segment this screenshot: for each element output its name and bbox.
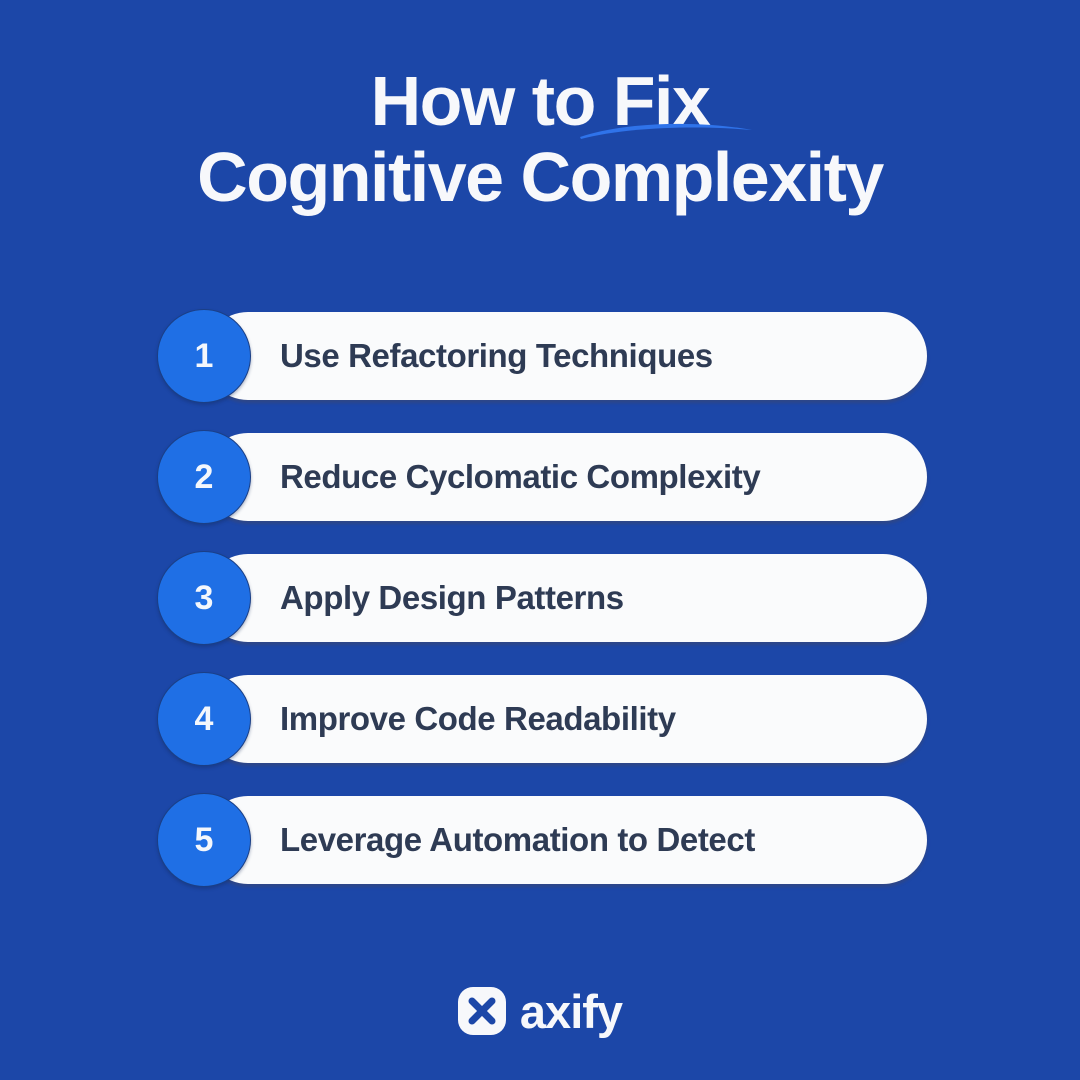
- brand-wordmark: axify: [519, 984, 623, 1038]
- step-pill[interactable]: [204, 796, 927, 884]
- title-line-1: How to Fix: [370, 62, 711, 140]
- step-label: Apply Design Patterns: [280, 579, 624, 616]
- step-pill[interactable]: [204, 554, 927, 642]
- steps-list: Use Refactoring Techniques 1 Reduce Cycl…: [157, 309, 927, 887]
- list-item[interactable]: Improve Code Readability 4: [157, 672, 927, 766]
- step-label: Use Refactoring Techniques: [280, 337, 713, 374]
- step-number-badge: 4: [157, 672, 251, 766]
- step-pill[interactable]: [204, 675, 927, 763]
- step-number-badge: 3: [157, 551, 251, 645]
- list-item[interactable]: Reduce Cyclomatic Complexity 2: [157, 430, 927, 524]
- brand-logo: axify: [0, 987, 1080, 1035]
- step-number-badge: 5: [157, 793, 251, 887]
- step-label: Leverage Automation to Detect: [280, 821, 755, 858]
- step-pill[interactable]: [204, 433, 927, 521]
- step-label: Improve Code Readability: [280, 700, 676, 737]
- title-line-2: Cognitive Complexity: [197, 138, 884, 216]
- step-number-badge: 1: [157, 309, 251, 403]
- page-title: How to Fix Cognitive Complexity: [0, 66, 1080, 212]
- step-pill[interactable]: [204, 312, 927, 400]
- step-label: Reduce Cyclomatic Complexity: [280, 458, 761, 495]
- list-item[interactable]: Apply Design Patterns 3: [157, 551, 927, 645]
- list-item[interactable]: Leverage Automation to Detect 5: [157, 793, 927, 887]
- step-number-badge: 2: [157, 430, 251, 524]
- list-item[interactable]: Use Refactoring Techniques 1: [157, 309, 927, 403]
- axify-x-mark-icon: [457, 987, 506, 1035]
